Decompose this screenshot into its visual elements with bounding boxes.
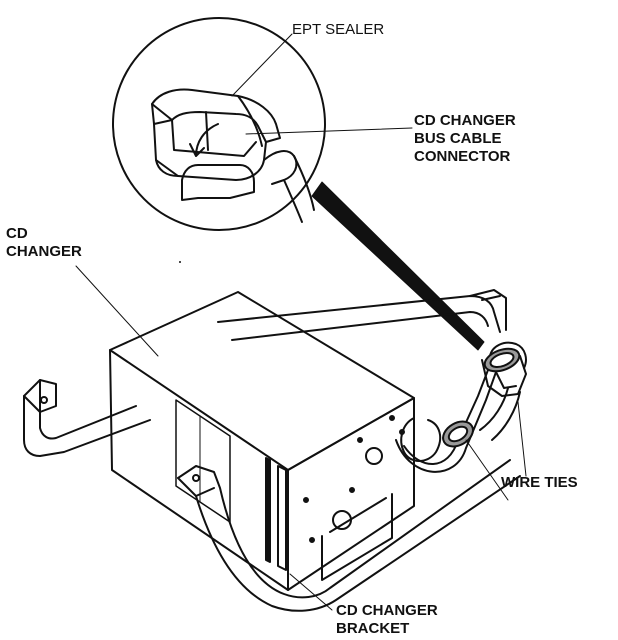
leader-cd-changer [75, 265, 159, 357]
leader-wire-ties-1 [465, 439, 509, 501]
label-cd-changer-bracket-line: CD CHANGER [336, 602, 438, 619]
leader-ept-sealer [231, 33, 293, 97]
leader-bus-cable-connector [245, 127, 413, 135]
leader-bracket [289, 573, 333, 611]
label-bus-cable-connector-line: CD CHANGER [414, 112, 516, 129]
bus-cable [395, 341, 527, 473]
leader-wire-ties-2 [517, 401, 527, 477]
label-wire-ties: WIRE TIES [501, 474, 578, 491]
label-bus-cable-connector-line: BUS CABLE [414, 130, 502, 147]
label-cd-changer-bracket-line: BRACKET [336, 620, 410, 637]
connector-detail-circle [112, 17, 326, 263]
wire-tie [442, 347, 521, 448]
label-cd-changer-bracket: CD CHANGER BRACKET [336, 602, 438, 638]
label-bus-cable-connector-line: CONNECTOR [414, 148, 511, 165]
label-cd-changer-line: CD [6, 225, 28, 242]
label-cd-changer: CD CHANGER [6, 225, 82, 261]
leader-lines [75, 33, 527, 611]
label-bus-cable-connector: CD CHANGER BUS CABLE CONNECTOR [414, 112, 516, 166]
label-ept-sealer: EPT SEALER [292, 21, 385, 38]
label-cd-changer-line: CHANGER [6, 243, 82, 260]
cd-changer-bracket [23, 289, 521, 612]
detail-callout-wedge [311, 181, 485, 351]
